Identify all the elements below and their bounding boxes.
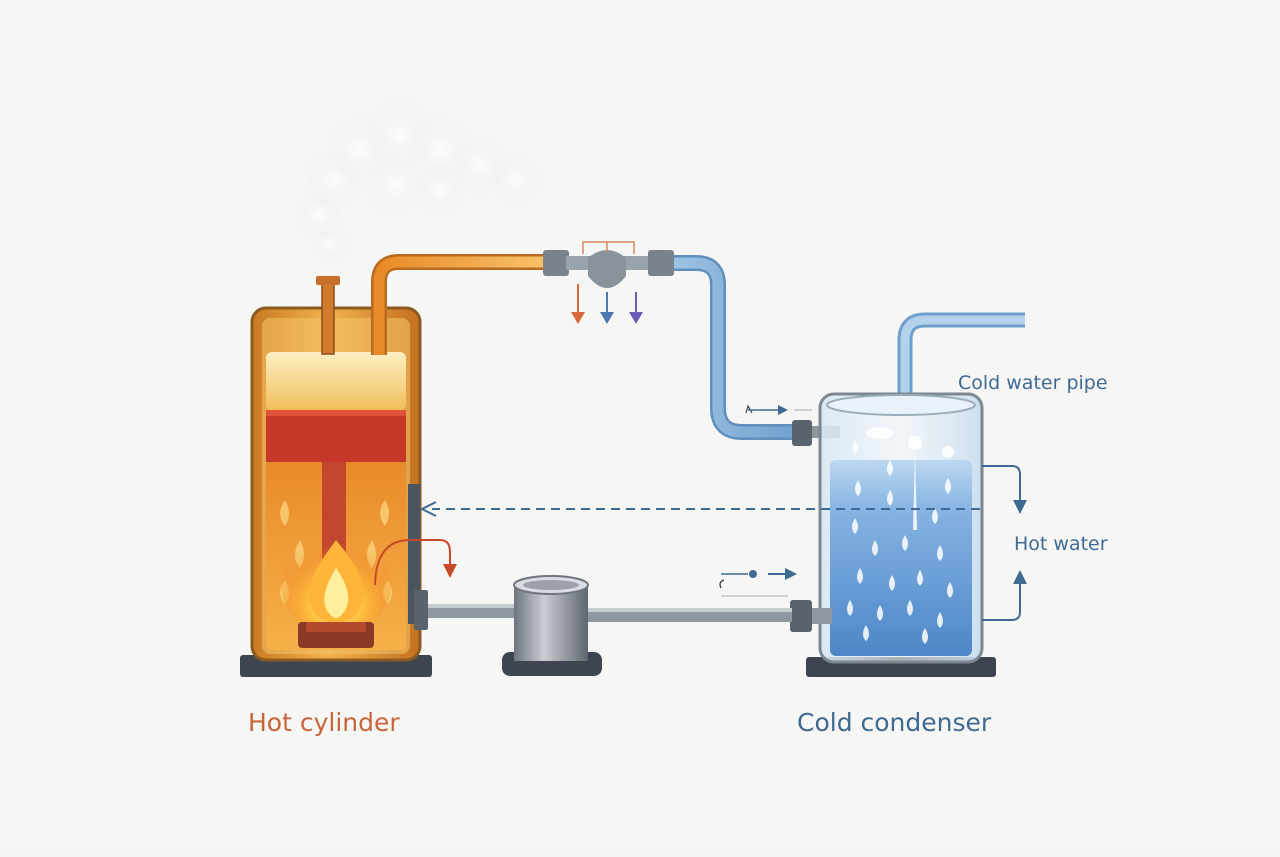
- cold-condenser-label: Cold condenser: [797, 708, 992, 737]
- steam-outlet: [321, 281, 335, 355]
- hot-water-label: Hot water: [1014, 533, 1108, 555]
- arrow-left-icon: [419, 501, 437, 517]
- valve: [543, 241, 674, 288]
- cold-water-pipe-label: Cold water pipe: [958, 372, 1108, 394]
- inlet-flange: [792, 420, 812, 446]
- water-droplets: [847, 427, 954, 644]
- hot-cylinder-label: Hot cylinder: [248, 708, 400, 737]
- hot-cylinder: [240, 276, 432, 677]
- condenser-water: [830, 460, 972, 656]
- arrow-down-icon: [571, 312, 585, 324]
- arrow-down-icon: [1013, 500, 1027, 514]
- arrow-down-icon: [600, 312, 614, 324]
- arrow-down-icon: [443, 564, 457, 578]
- arrow-right-icon: [785, 568, 797, 580]
- pump: [502, 575, 602, 676]
- piston-head: [266, 352, 406, 410]
- smoke-cloud: [294, 99, 541, 263]
- piston-band: [266, 410, 406, 462]
- arrow-up-icon: [1013, 570, 1027, 584]
- arrow-down-icon: [629, 312, 643, 324]
- pump-body: [514, 585, 588, 661]
- cold-condenser: [790, 392, 996, 677]
